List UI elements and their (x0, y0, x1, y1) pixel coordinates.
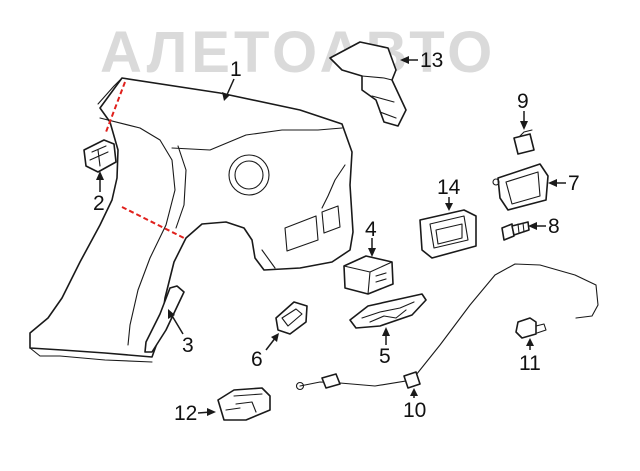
callout-5: 5 (379, 345, 391, 368)
part-4-module (343, 255, 394, 295)
part-3-moulding (144, 285, 185, 353)
callout-10: 10 (403, 399, 426, 422)
callout-6: 6 (251, 348, 263, 371)
watermark: АЛЕТОАВТО (100, 20, 496, 85)
callout-8: 8 (548, 215, 560, 238)
callout-3: 3 (182, 334, 194, 357)
callout-numbers: 1 2 3 4 5 6 7 8 9 10 11 12 13 14 (93, 49, 580, 425)
callout-13: 13 (420, 49, 443, 72)
lower-cut-line (121, 206, 185, 239)
part-5-reinforcement (349, 293, 427, 329)
watermark-text: АЛЕТОАВТО (100, 20, 496, 85)
part-6-clip (275, 301, 308, 335)
callout-1: 1 (230, 58, 242, 81)
part-14-housing (419, 209, 477, 259)
callout-12: 12 (174, 402, 197, 425)
leaders (96, 56, 566, 416)
callout-14: 14 (437, 176, 461, 199)
fuel-door-opening (228, 154, 270, 196)
part-11-grommet (515, 317, 547, 339)
part-7-fuel-door (492, 163, 549, 211)
callout-7: 7 (568, 172, 580, 195)
callout-2: 2 (93, 192, 105, 215)
part-12-actuator (217, 387, 271, 421)
callout-4: 4 (365, 218, 377, 241)
upper-cut-line (105, 81, 126, 133)
callout-11: 11 (519, 352, 541, 375)
part-9-clip (513, 129, 535, 155)
part-1-quarter-panel (29, 77, 354, 363)
part-10-cable (295, 263, 599, 391)
part-8-bolt (501, 221, 530, 241)
part-13-bracket (329, 41, 407, 127)
callout-9: 9 (517, 90, 529, 113)
part-2-bracket (83, 139, 117, 173)
